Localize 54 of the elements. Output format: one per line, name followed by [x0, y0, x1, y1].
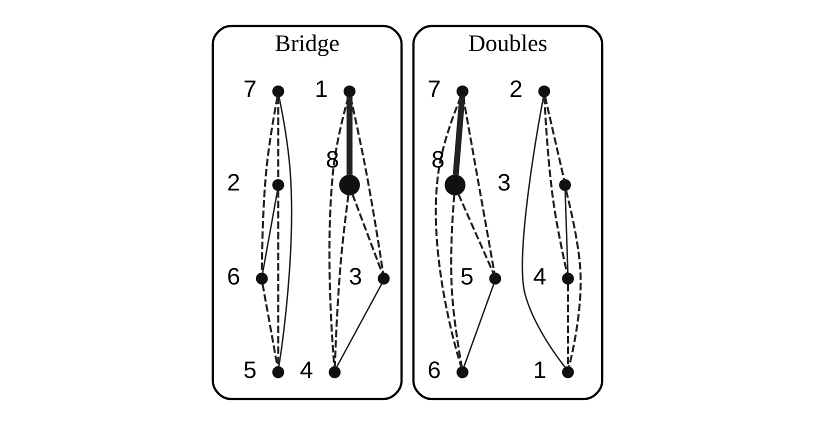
- node-label: 2: [227, 170, 240, 197]
- node-circle: [378, 272, 390, 285]
- connector: [351, 194, 384, 274]
- node-circle: [538, 85, 550, 98]
- connector: [434, 96, 462, 368]
- node-circle: [444, 174, 466, 196]
- connector: [277, 190, 280, 367]
- node-label: 8: [431, 146, 445, 174]
- connector: [336, 283, 383, 368]
- connector: [565, 190, 582, 368]
- node-label: 4: [533, 263, 546, 290]
- connector: [458, 194, 494, 274]
- node-circle: [456, 85, 468, 98]
- node-label: 6: [428, 356, 441, 384]
- connector: [543, 96, 568, 274]
- connector: [277, 96, 280, 180]
- node-label: 5: [243, 356, 257, 384]
- connector: [544, 96, 566, 180]
- node-circle: [339, 174, 360, 196]
- connector: [260, 96, 278, 274]
- connector: [334, 194, 350, 367]
- connector: [278, 96, 292, 368]
- node-circle: [328, 366, 341, 378]
- node-label: 1: [533, 356, 546, 384]
- node-circle: [562, 272, 574, 285]
- node-label: 3: [497, 170, 511, 197]
- node-circle: [344, 85, 356, 98]
- node-circle: [559, 179, 571, 191]
- node-label: 8: [326, 146, 340, 174]
- connector: [564, 190, 569, 274]
- node-circle: [489, 272, 502, 285]
- node-circle: [456, 366, 468, 378]
- node-label: 7: [243, 76, 257, 104]
- connector: [262, 190, 278, 274]
- node-label: 7: [428, 76, 441, 104]
- node-label: 1: [314, 76, 328, 104]
- connector: [462, 96, 496, 274]
- node-label: 6: [227, 263, 240, 290]
- node-label: 5: [460, 263, 474, 290]
- node-label: 2: [509, 76, 523, 104]
- connector: [450, 194, 463, 367]
- connector: [262, 284, 279, 368]
- node-circle: [562, 366, 574, 378]
- node-circle: [272, 85, 284, 98]
- node-circle: [272, 366, 284, 378]
- node-label: 3: [348, 263, 362, 290]
- node-circle: [256, 272, 268, 285]
- connector: [522, 96, 566, 368]
- connector: [566, 284, 570, 367]
- connector: [452, 96, 466, 176]
- connector: [463, 284, 494, 368]
- node-label: 4: [300, 356, 314, 384]
- node-circle: [272, 179, 284, 191]
- connector: [346, 96, 353, 175]
